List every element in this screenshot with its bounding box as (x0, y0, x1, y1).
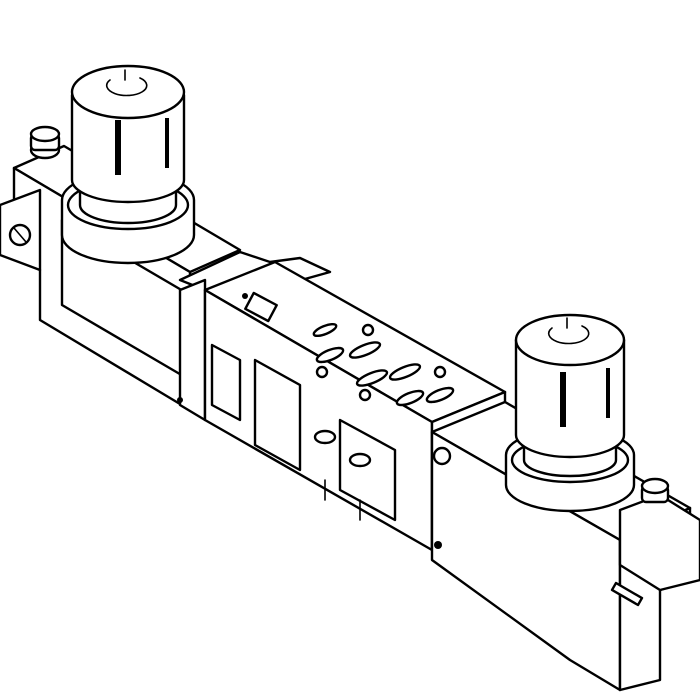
port-slots (312, 322, 455, 407)
center-plate (177, 250, 513, 552)
right-pressure-knob[interactable] (504, 313, 636, 513)
left-pressure-knob[interactable] (60, 64, 196, 265)
